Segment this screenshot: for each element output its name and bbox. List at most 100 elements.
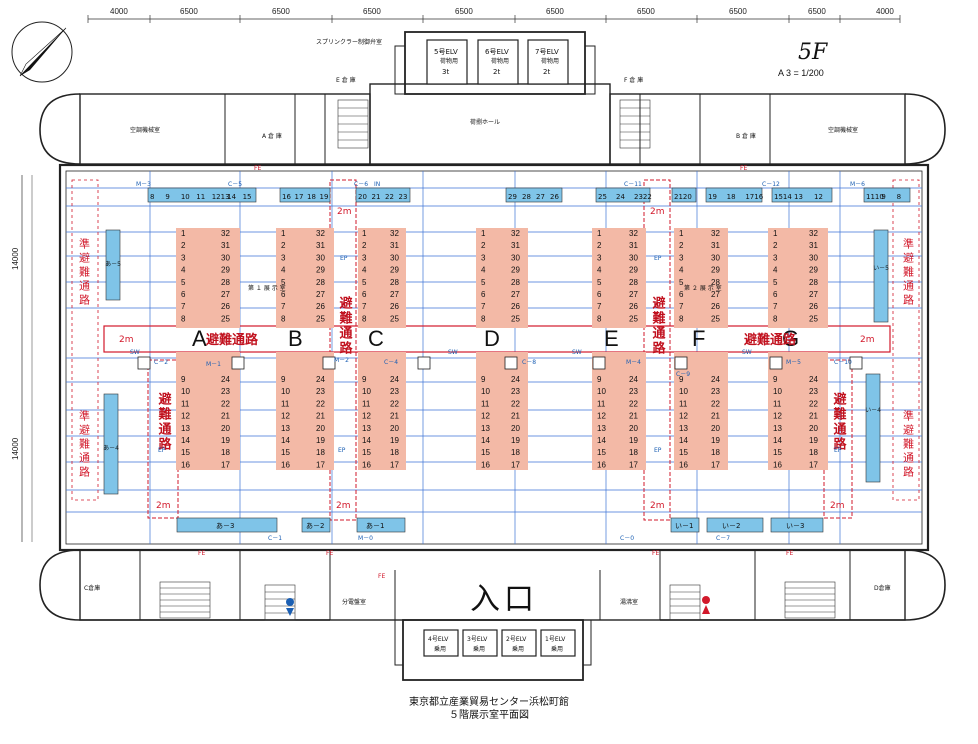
booth-number: 29 xyxy=(629,266,638,275)
booth-number: 28 xyxy=(711,278,720,287)
tag-c11: C－11 xyxy=(624,181,642,188)
tag-c7: C－7 xyxy=(716,535,730,542)
top-booth-number: 8 xyxy=(897,193,901,201)
tag-c4: C－4 xyxy=(384,359,398,366)
booth-number: 10 xyxy=(773,387,782,396)
elv-5-sub: 荷物用 xyxy=(440,57,458,65)
booth-number: 19 xyxy=(809,436,818,445)
dim-6: 6500 xyxy=(546,7,564,16)
booth-number: 8 xyxy=(597,314,602,323)
booth-number: 13 xyxy=(281,424,290,433)
evac-route-h2: 避難通路 xyxy=(744,332,797,348)
tag-fe7: FE xyxy=(378,573,385,580)
tag-ep2: EP xyxy=(654,255,662,262)
entrance-label: 入口 xyxy=(470,582,538,617)
booth-number: 26 xyxy=(511,302,520,311)
elv-6-cap: 2t xyxy=(493,68,500,76)
tag-c5: C－5 xyxy=(228,181,242,188)
booth-number: 21 xyxy=(511,412,520,421)
booth-number: 24 xyxy=(629,375,638,384)
booth-number: 4 xyxy=(679,266,684,275)
booth-number: 28 xyxy=(511,278,520,287)
top-booth-number: 14 xyxy=(227,193,236,201)
dim-8: 6500 xyxy=(729,7,747,16)
label-sprinkler: スプリンクラー制御弁室 xyxy=(316,38,382,46)
left-dimension-line: 14000 14000 xyxy=(11,175,33,542)
tag-ep3: EP xyxy=(158,447,166,454)
top-booth-number: 9 xyxy=(881,193,885,201)
top-booth-number: 20 xyxy=(358,193,367,201)
booth-number: 32 xyxy=(511,229,520,238)
booth-number: 23 xyxy=(809,387,818,396)
columns xyxy=(137,356,863,370)
block-label-b: B xyxy=(288,326,303,351)
booth-number: 11 xyxy=(281,399,290,408)
booth-number: 29 xyxy=(511,266,520,275)
block-letters: A B C D E F G xyxy=(192,326,799,351)
booth-number: 6 xyxy=(362,290,367,299)
tag-sw4: SW xyxy=(742,349,752,356)
booth-number: 1 xyxy=(281,229,286,238)
label-hall-2: 第 ２ 展 示 室 xyxy=(684,284,722,292)
booth-number: 20 xyxy=(390,424,399,433)
booth-number: 30 xyxy=(809,253,818,262)
dim-left-2: 14000 xyxy=(11,437,20,460)
booth-number: 12 xyxy=(773,412,782,421)
booth-number: 25 xyxy=(711,314,720,323)
tag-ep5: EP xyxy=(654,447,662,454)
booth-number: 28 xyxy=(221,278,230,287)
dim-3: 6500 xyxy=(272,7,290,16)
label-d-store: D倉庫 xyxy=(874,584,891,592)
dim-left-1: 14000 xyxy=(11,247,20,270)
booth-number: 12 xyxy=(481,412,490,421)
booth-number: 31 xyxy=(809,241,818,250)
booth-number: 21 xyxy=(316,412,325,421)
tag-fe1: FE xyxy=(254,165,261,172)
equipment-tags: M－3 C－5 C－6 IN C－11 C－12 M－6 C－2 M－1 M－2… xyxy=(130,165,865,580)
top-booth-group xyxy=(595,187,651,203)
top-booth-number: 9 xyxy=(165,193,169,201)
block-label-f: F xyxy=(692,326,705,351)
top-booth-number: 29 xyxy=(508,193,517,201)
booth-number: 25 xyxy=(809,314,818,323)
booth-number: 26 xyxy=(809,302,818,311)
booth-number: 4 xyxy=(181,266,186,275)
booth-number: 30 xyxy=(221,253,230,262)
top-booth-number: 22 xyxy=(385,193,394,201)
top-booth-number: 15 xyxy=(243,193,252,201)
booth-number: 29 xyxy=(390,266,399,275)
dim-7: 6500 xyxy=(637,7,655,16)
booth-a2: あ－2 xyxy=(306,522,324,530)
booth-number: 6 xyxy=(773,290,778,299)
tag-c1: C－1 xyxy=(268,535,282,542)
booth-number: 17 xyxy=(221,460,230,469)
elv-4: 4号ELV xyxy=(428,636,449,643)
booth-number: 30 xyxy=(316,253,325,262)
two-m-3: 2m xyxy=(119,335,134,345)
booth-number: 8 xyxy=(679,314,684,323)
top-booth-number: 1514 xyxy=(774,193,792,201)
tag-in1: IN xyxy=(374,181,380,188)
booth-number: 12 xyxy=(362,412,371,421)
booth-number: 18 xyxy=(390,448,399,457)
tag-ep4: EP xyxy=(338,447,346,454)
booth-number: 4 xyxy=(481,266,486,275)
booth-number: 13 xyxy=(679,424,688,433)
booth-number: 12 xyxy=(281,412,290,421)
booth-number: 19 xyxy=(629,436,638,445)
booth-number: 9 xyxy=(597,375,602,384)
booth-i2: い－2 xyxy=(722,522,740,530)
booth-number: 16 xyxy=(181,460,190,469)
booth-number: 17 xyxy=(390,460,399,469)
booth-number: 30 xyxy=(629,253,638,262)
room-labels: 空調機械室 空調機械室 A 倉 庫 B 倉 庫 E 倉 庫 F 倉 庫 荷捌ホー… xyxy=(84,38,891,606)
booth-number: 21 xyxy=(221,412,230,421)
booth-number: 11 xyxy=(362,399,371,408)
tag-c2: C－2 xyxy=(154,359,168,366)
booth-number: 18 xyxy=(711,448,720,457)
bottom-wall-booths: あ－3 あ－2 あ－1 い－1 い－2 い－3 xyxy=(176,517,824,533)
two-m-5: 2m xyxy=(156,501,171,511)
elv-6-sub: 荷物用 xyxy=(491,57,509,65)
label-water-room: 湯沸室 xyxy=(620,598,638,606)
booth-number: 14 xyxy=(597,436,606,445)
